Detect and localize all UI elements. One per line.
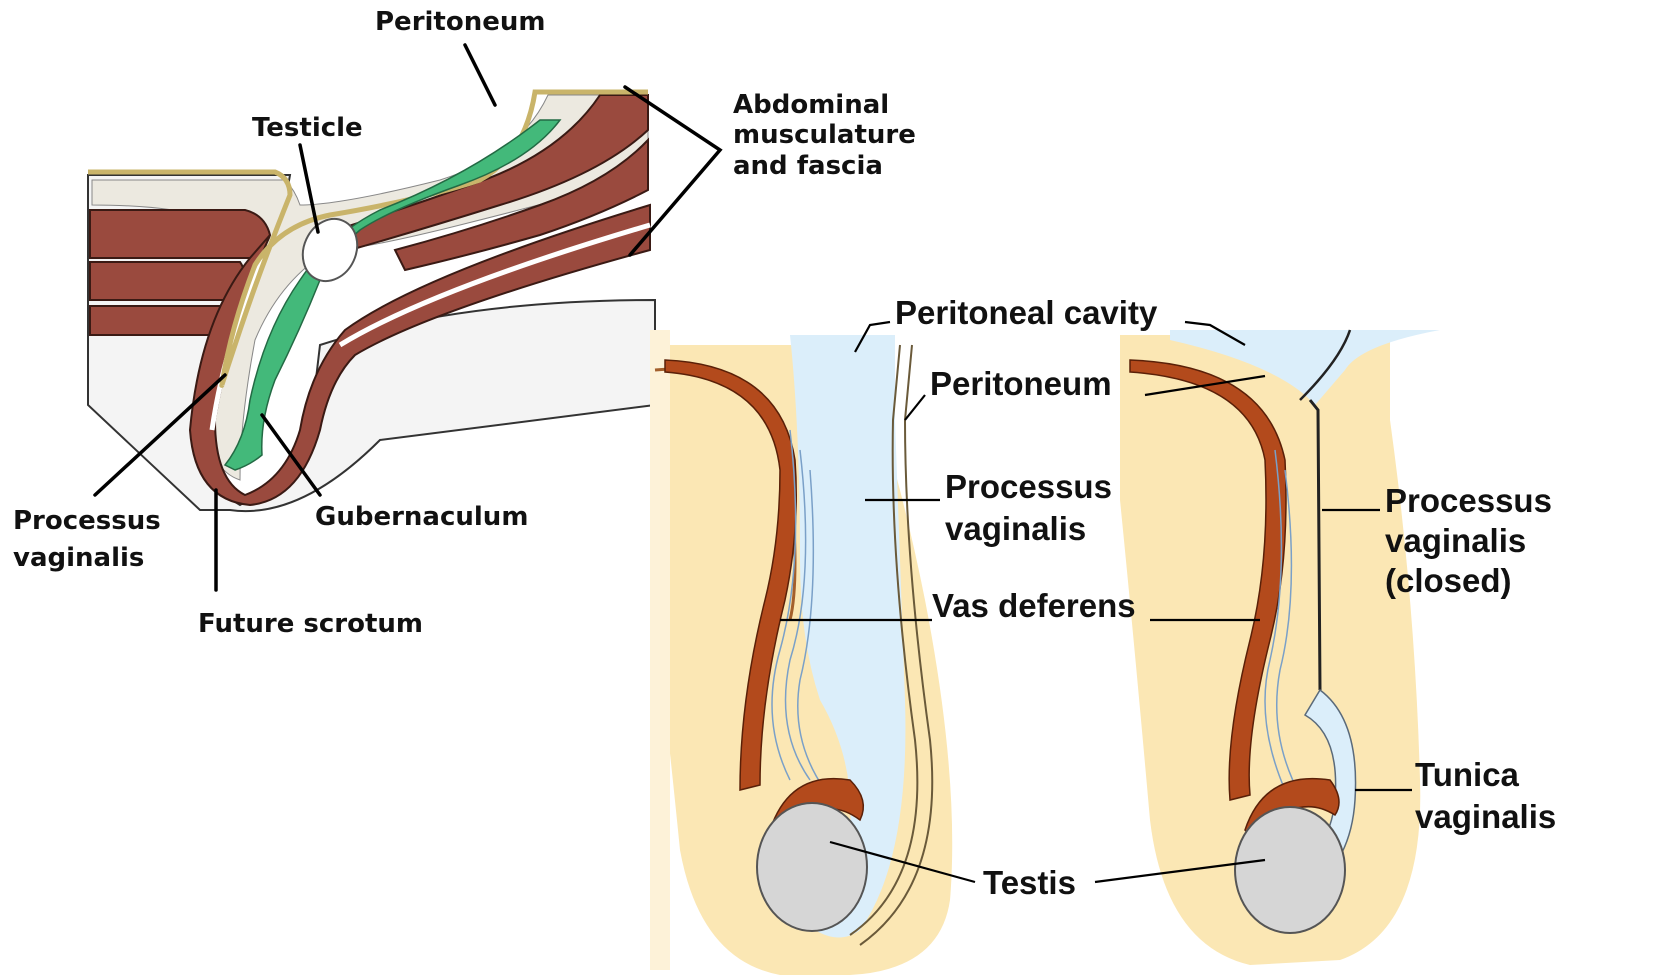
label-abdominal-1: Abdominal xyxy=(733,90,889,120)
inguinal-cross-section xyxy=(88,92,655,511)
label-tunica-1: Tunica xyxy=(1415,756,1520,793)
label-processus-closed-2: vaginalis xyxy=(1385,522,1526,559)
tissue-fade xyxy=(650,330,670,970)
label-testicle: Testicle xyxy=(252,113,363,143)
testis xyxy=(1235,807,1345,933)
label-processus-2: vaginalis xyxy=(945,510,1086,547)
muscle-layer xyxy=(90,262,244,300)
label-peritoneum: Peritoneum xyxy=(930,365,1112,402)
label-vas-deferens: Vas deferens xyxy=(932,587,1136,624)
peritoneum-leader-left xyxy=(905,395,925,420)
open-processus-figure xyxy=(650,330,952,975)
closed-processus-figure xyxy=(1120,330,1440,965)
label-processus-closed-3: (closed) xyxy=(1385,562,1512,599)
peritoneum-leader xyxy=(465,45,495,105)
label-gubernaculum: Gubernaculum xyxy=(315,502,528,532)
muscle-layer xyxy=(90,210,270,258)
label-processus-closed-1: Processus xyxy=(1385,482,1552,519)
label-processus-1: Processus xyxy=(13,506,161,536)
muscle-layer xyxy=(90,306,230,335)
testis xyxy=(757,803,867,931)
label-future-scrotum: Future scrotum xyxy=(198,609,423,639)
label-abdominal-2: musculature xyxy=(733,120,916,150)
label-processus-1: Processus xyxy=(945,468,1112,505)
label-abdominal-3: and fascia xyxy=(733,151,883,181)
label-testis: Testis xyxy=(983,864,1076,901)
label-peritoneum: Peritoneum xyxy=(375,7,545,37)
label-tunica-2: vaginalis xyxy=(1415,798,1556,835)
label-processus-2: vaginalis xyxy=(13,543,144,573)
label-peritoneal-cavity: Peritoneal cavity xyxy=(895,294,1158,331)
